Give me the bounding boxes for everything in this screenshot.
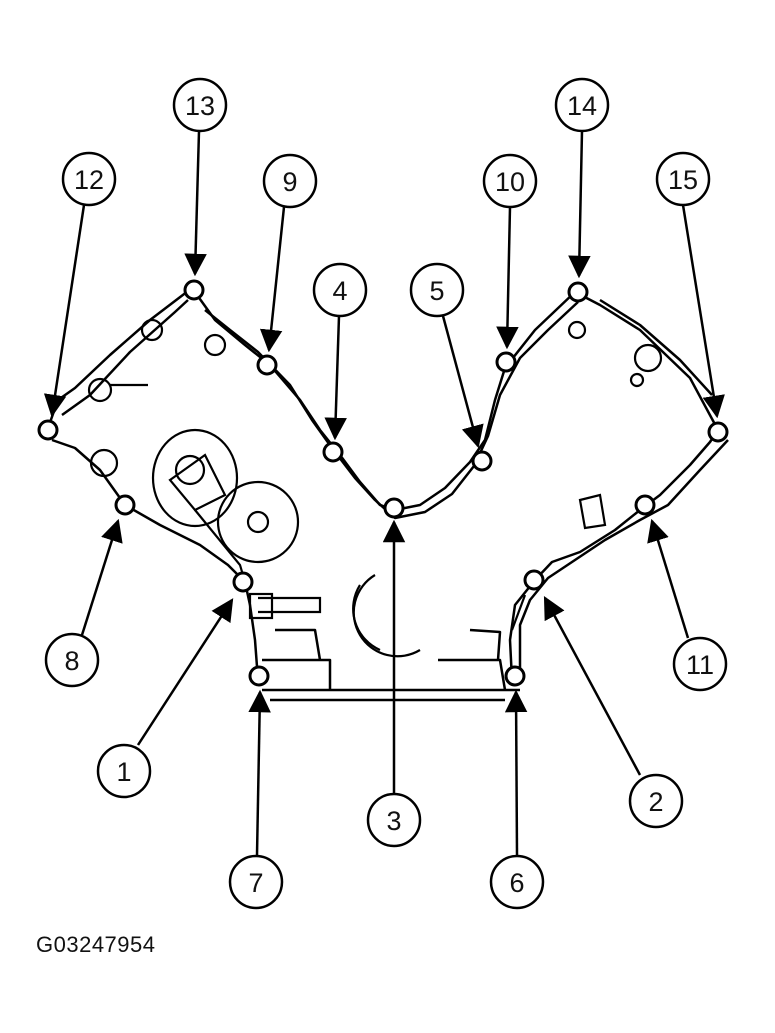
bolt-15 bbox=[707, 421, 729, 443]
callout-9: 9 bbox=[262, 153, 318, 209]
callout-6-label: 6 bbox=[509, 868, 524, 898]
arrow-11 bbox=[647, 518, 690, 639]
bolt-4 bbox=[322, 441, 344, 463]
callout-2: 2 bbox=[628, 773, 684, 829]
callout-8-label: 8 bbox=[64, 646, 79, 676]
bolt-7 bbox=[248, 665, 270, 687]
arrow-8 bbox=[80, 518, 123, 636]
callouts: 1 2 3 4 5 6 7 8 bbox=[44, 77, 728, 910]
timing-cover-outline bbox=[46, 286, 729, 702]
arrow-12 bbox=[43, 204, 86, 418]
arrow-15 bbox=[681, 204, 725, 419]
bolt-8 bbox=[114, 494, 136, 516]
callout-6: 6 bbox=[489, 854, 545, 910]
callout-14-label: 14 bbox=[567, 91, 597, 121]
bolt-6 bbox=[504, 665, 526, 687]
callout-1-label: 1 bbox=[116, 757, 131, 787]
callout-9-label: 9 bbox=[282, 167, 297, 197]
arrow-5 bbox=[441, 315, 484, 449]
arrow-13 bbox=[184, 130, 207, 277]
callout-11: 11 bbox=[672, 636, 728, 692]
arrow-6 bbox=[504, 689, 528, 856]
callout-3: 3 bbox=[366, 792, 422, 848]
bolt-12 bbox=[37, 419, 59, 441]
leader-arrows bbox=[43, 130, 725, 856]
arrow-9 bbox=[259, 206, 286, 353]
arrow-10 bbox=[496, 206, 519, 350]
bolt-2 bbox=[523, 569, 545, 591]
bolt-9 bbox=[256, 354, 278, 376]
callout-4: 4 bbox=[312, 262, 368, 318]
callout-2-label: 2 bbox=[648, 787, 663, 817]
bolt-1 bbox=[232, 571, 254, 593]
arrow-1 bbox=[136, 598, 234, 746]
bolt-11 bbox=[634, 494, 656, 516]
callout-10-label: 10 bbox=[495, 167, 525, 197]
callout-11-label: 11 bbox=[686, 650, 714, 680]
callout-7: 7 bbox=[228, 854, 284, 910]
callout-8: 8 bbox=[44, 632, 100, 688]
callout-12: 12 bbox=[61, 151, 117, 207]
callout-5-label: 5 bbox=[429, 276, 444, 306]
callout-13: 13 bbox=[172, 77, 228, 133]
callout-3-label: 3 bbox=[386, 806, 401, 836]
bolt-13 bbox=[183, 279, 205, 301]
callout-13-label: 13 bbox=[185, 91, 215, 121]
bolt-10 bbox=[495, 351, 517, 373]
figure-id-caption: G03247954 bbox=[36, 932, 156, 957]
callout-5: 5 bbox=[409, 262, 465, 318]
arrow-7 bbox=[248, 689, 271, 856]
callout-14: 14 bbox=[554, 77, 610, 133]
bolt-3 bbox=[383, 497, 405, 519]
callout-4-label: 4 bbox=[332, 276, 347, 306]
bolt-5 bbox=[471, 450, 493, 472]
callout-10: 10 bbox=[482, 153, 538, 209]
callout-7-label: 7 bbox=[248, 868, 263, 898]
arrow-4 bbox=[324, 315, 347, 441]
callout-1: 1 bbox=[96, 743, 152, 799]
callout-15: 15 bbox=[655, 151, 711, 207]
callout-12-label: 12 bbox=[74, 165, 104, 195]
callout-15-label: 15 bbox=[668, 165, 698, 195]
arrow-14 bbox=[568, 130, 591, 279]
bolts bbox=[37, 279, 729, 687]
arrow-2 bbox=[543, 596, 642, 776]
bolt-14 bbox=[567, 281, 589, 303]
cover-internal-details bbox=[87, 318, 663, 658]
